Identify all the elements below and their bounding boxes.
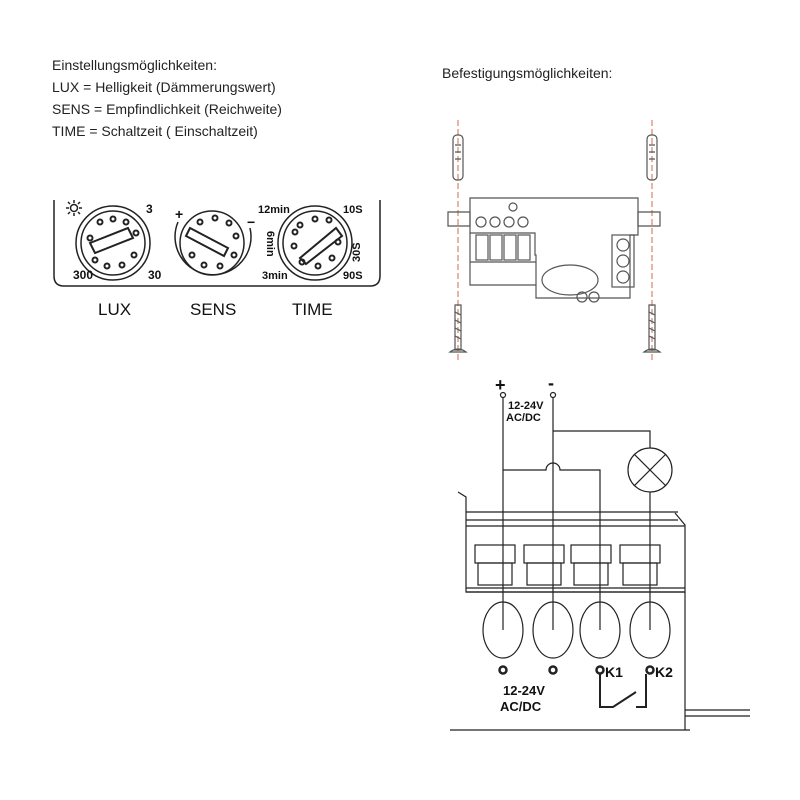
terminal-3 xyxy=(579,601,621,659)
wall-plug-icon-right xyxy=(646,134,658,181)
screw-icon-left xyxy=(448,304,468,353)
settings-line-time: TIME = Schaltzeit ( Einschaltzeit) xyxy=(52,123,258,139)
wiring-diagram xyxy=(450,391,750,731)
terminal-4 xyxy=(629,601,671,659)
lux-scale-300: 300 xyxy=(73,268,93,282)
lamp-icon xyxy=(627,447,673,493)
k2-label: K2 xyxy=(655,664,673,680)
sens-minus: − xyxy=(247,214,255,230)
minus-terminal-label: - xyxy=(548,373,554,393)
time-scale-90s: 90S xyxy=(343,270,363,282)
settings-legend: Einstellungsmöglichkeiten: LUX = Helligk… xyxy=(52,54,282,142)
lux-sun-icon xyxy=(66,200,82,216)
terminal-1 xyxy=(482,601,524,659)
terminal-housing xyxy=(450,491,750,731)
time-dial[interactable] xyxy=(277,205,353,281)
k1-label: K1 xyxy=(605,664,623,680)
mounting-title: Befestigungsmöglichkeiten: xyxy=(442,65,613,81)
settings-title: Einstellungsmöglichkeiten: xyxy=(52,57,217,73)
supply-bottom-voltage: 12-24V xyxy=(503,683,545,698)
time-scale-6min: 6min xyxy=(264,231,276,257)
wall-plug-icon-left xyxy=(452,134,464,181)
sens-label: SENS xyxy=(190,300,236,319)
sensor-module-drawing xyxy=(447,197,661,303)
terminal-2 xyxy=(532,601,574,659)
settings-line-sens: SENS = Empfindlichkeit (Reichweite) xyxy=(52,101,282,117)
sens-dial[interactable] xyxy=(174,210,252,276)
relay-switch-symbol xyxy=(599,674,647,708)
mounting-guide-lines xyxy=(457,120,653,362)
supply-bottom-type: AC/DC xyxy=(500,699,542,714)
dial-panel-outline xyxy=(53,200,381,287)
supply-top-voltage: 12-24V xyxy=(508,400,544,412)
lux-dial[interactable] xyxy=(75,205,151,281)
time-scale-30s: 30S xyxy=(351,242,363,262)
sens-plus: + xyxy=(175,206,183,222)
plus-terminal-label: + xyxy=(495,375,506,395)
time-label: TIME xyxy=(292,300,333,319)
time-scale-3min: 3min xyxy=(262,270,288,282)
lux-label: LUX xyxy=(98,300,131,319)
settings-line-lux: LUX = Helligkeit (Dämmerungswert) xyxy=(52,79,276,95)
lux-scale-30: 30 xyxy=(148,268,162,282)
screw-icon-right xyxy=(642,304,662,353)
supply-top-type: AC/DC xyxy=(506,412,541,424)
time-scale-10s: 10S xyxy=(343,204,363,216)
time-scale-12min: 12min xyxy=(258,204,290,216)
lux-scale-3: 3 xyxy=(146,202,153,216)
